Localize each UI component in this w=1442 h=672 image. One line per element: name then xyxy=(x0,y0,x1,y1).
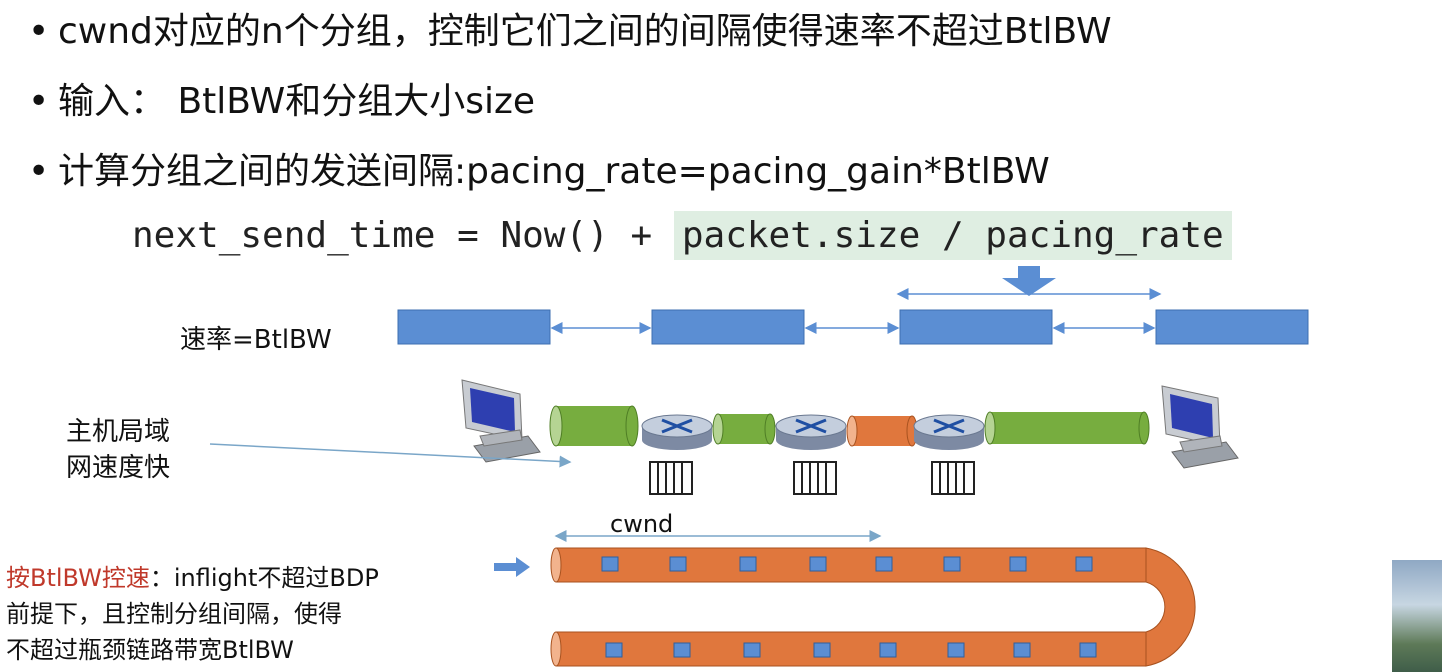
router-icon xyxy=(913,414,985,450)
bullet-text: cwnd对应的n个分组，控制它们之间的间隔使得速率不超过BtlBW xyxy=(58,11,1112,52)
link-pipe-green xyxy=(549,405,639,447)
down-arrow-icon xyxy=(1002,266,1056,296)
paced-packet xyxy=(1155,309,1309,345)
paced-packet xyxy=(397,309,551,345)
link-pipe-green xyxy=(984,411,1150,445)
note-line-3: 不超过瓶颈链路带宽BtlBW xyxy=(6,636,294,664)
bullet-text: 计算分组之间的发送间隔:pacing_rate=pacing_gain*BtlB… xyxy=(58,151,1050,192)
router-icon xyxy=(641,414,713,450)
note-line-2: 前提下，且控制分组间隔，使得 xyxy=(6,600,342,628)
cwnd-u-pipe xyxy=(550,547,1196,667)
link-pipe-green xyxy=(712,413,776,445)
bullet-cwnd-pacing: •cwnd对应的n个分组，控制它们之间的间隔使得速率不超过BtlBW xyxy=(28,11,1112,52)
bullet-input: •输入： BtlBW和分组大小size xyxy=(28,81,536,122)
host-computer-icon xyxy=(1161,385,1239,469)
next-send-time-formula: next_send_time = Now() + packet.size / p… xyxy=(132,211,1232,260)
cwnd-label: cwnd xyxy=(610,510,674,538)
router-queue-icon xyxy=(931,461,975,495)
lan-speed-label: 主机局域 网速度快 xyxy=(66,417,171,483)
router-icon xyxy=(775,414,847,450)
inflight-packets xyxy=(601,556,1097,658)
note-line-1: ：inflight不超过BDP xyxy=(149,564,379,592)
paced-packet xyxy=(651,309,805,345)
paced-packet xyxy=(899,309,1053,345)
formula-highlight: packet.size / pacing_rate xyxy=(673,211,1232,260)
right-arrow-icon xyxy=(494,557,530,577)
pacing-note: 按BtlBW控速：inflight不超过BDP 前提下，且控制分组间隔，使得 不… xyxy=(6,560,466,668)
bullet-pacing-rate: •计算分组之间的发送间隔:pacing_rate=pacing_gain*Btl… xyxy=(28,151,1050,192)
formula-prefix: next_send_time = Now() + xyxy=(132,215,674,256)
note-highlight: 按BtlBW控速 xyxy=(6,564,150,592)
video-thumbnail xyxy=(1392,560,1442,672)
rate-label: 速率=BtlBW xyxy=(180,325,332,355)
lan-pointer-line xyxy=(209,443,572,468)
router-queue-icon xyxy=(793,461,837,495)
host-computer-icon xyxy=(461,379,541,463)
link-pipe-orange xyxy=(846,415,918,447)
router-queue-icon xyxy=(649,461,693,495)
bullet-text: 输入： BtlBW和分组大小size xyxy=(58,81,536,122)
